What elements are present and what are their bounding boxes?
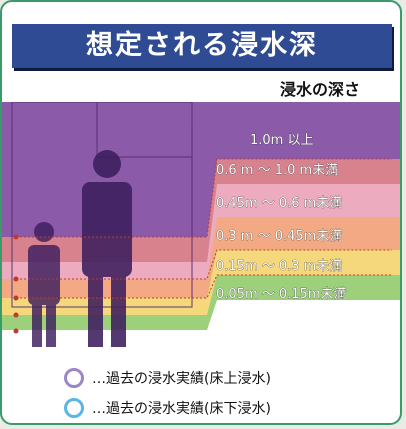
band-label: 0.05m ～ 0.15m未満 — [216, 287, 346, 302]
purple-circle-icon — [64, 368, 84, 388]
depth-guides — [16, 158, 392, 299]
band-label: 0.3 m ～ 0.45m未満 — [216, 229, 342, 244]
legend-label: …過去の浸水実績(床上浸水) — [92, 371, 271, 387]
page-title: 想定される浸水深 — [12, 24, 392, 68]
band-label: 0.45m ～ 0.6 m未満 — [216, 196, 342, 211]
flood-depth-diagram: 1.0m 以上 0.6 m ～ 1.0 m未満 0.45m ～ 0.6 m未満 0.3… — [2, 102, 400, 352]
depth-markers — [13, 234, 19, 334]
depth-subtitle: 浸水の深さ — [279, 80, 360, 99]
adult-figure-icon — [82, 150, 132, 347]
band-label: 0.6 m ～ 1.0 m未満 — [216, 163, 338, 178]
band-label: 0.15m ～ 0.3 m未満 — [216, 259, 342, 274]
blue-circle-icon — [64, 398, 84, 418]
legend-label: …過去の浸水実績(床下浸水) — [92, 401, 271, 417]
legend-item-above-floor: …過去の浸水実績(床上浸水) — [64, 368, 271, 390]
band-label: 1.0m 以上 — [250, 133, 313, 148]
legend-item-below-floor: …過去の浸水実績(床下浸水) — [64, 398, 271, 420]
